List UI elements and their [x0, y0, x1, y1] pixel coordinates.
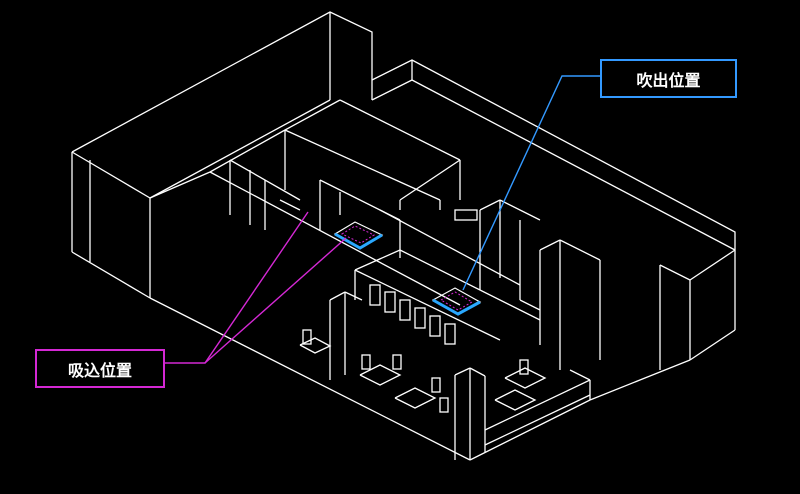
outlet-position-label: 吹出位置	[600, 59, 737, 98]
inlet-position-label: 吸込位置	[35, 349, 165, 388]
room-outer-walls	[71, 11, 736, 461]
outlet-unit	[431, 287, 482, 316]
inlet-unit	[333, 221, 384, 250]
inlet-leader-line-1	[165, 211, 309, 364]
outlet-leader-line	[462, 75, 600, 291]
inlet-leader-line-2	[204, 237, 347, 364]
